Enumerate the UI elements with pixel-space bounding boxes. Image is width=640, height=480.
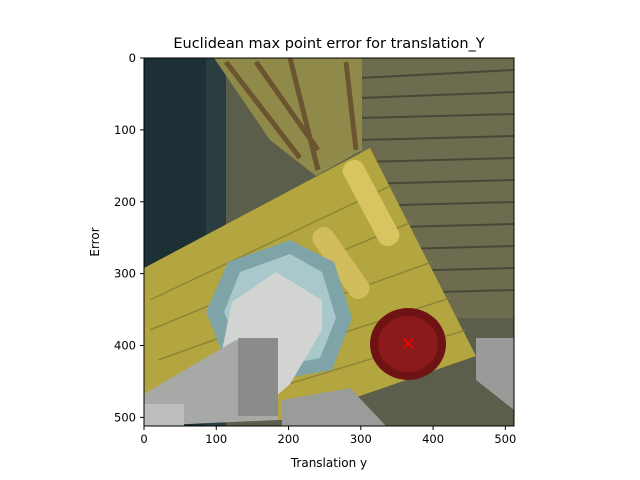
- x-tick-label: 100: [205, 432, 227, 446]
- y-axis-ticks: 0 100 200 300 400 500: [114, 51, 144, 424]
- y-tick-label: 100: [114, 123, 136, 137]
- background-image: [144, 58, 514, 426]
- axes-frame: [143, 57, 515, 427]
- x-tick-label: 200: [278, 432, 300, 446]
- y-tick-label: 200: [114, 195, 136, 209]
- x-tick-label: 400: [422, 432, 444, 446]
- x-axis-ticks: 0 100 200 300 400 500: [140, 426, 516, 446]
- data-point-marker: [403, 338, 414, 349]
- y-tick-label: 300: [114, 267, 136, 281]
- x-tick-label: 0: [140, 432, 147, 446]
- scatter-series: [403, 338, 414, 349]
- y-tick-label: 0: [129, 51, 136, 65]
- y-tick-label: 500: [114, 410, 136, 424]
- y-tick-label: 400: [114, 339, 136, 353]
- x-tick-label: 300: [350, 432, 372, 446]
- x-tick-label: 500: [494, 432, 516, 446]
- x-axis-label: Translation y: [290, 456, 367, 470]
- chart-title: Euclidean max point error for translatio…: [173, 36, 484, 52]
- y-axis-label: Error: [88, 227, 102, 256]
